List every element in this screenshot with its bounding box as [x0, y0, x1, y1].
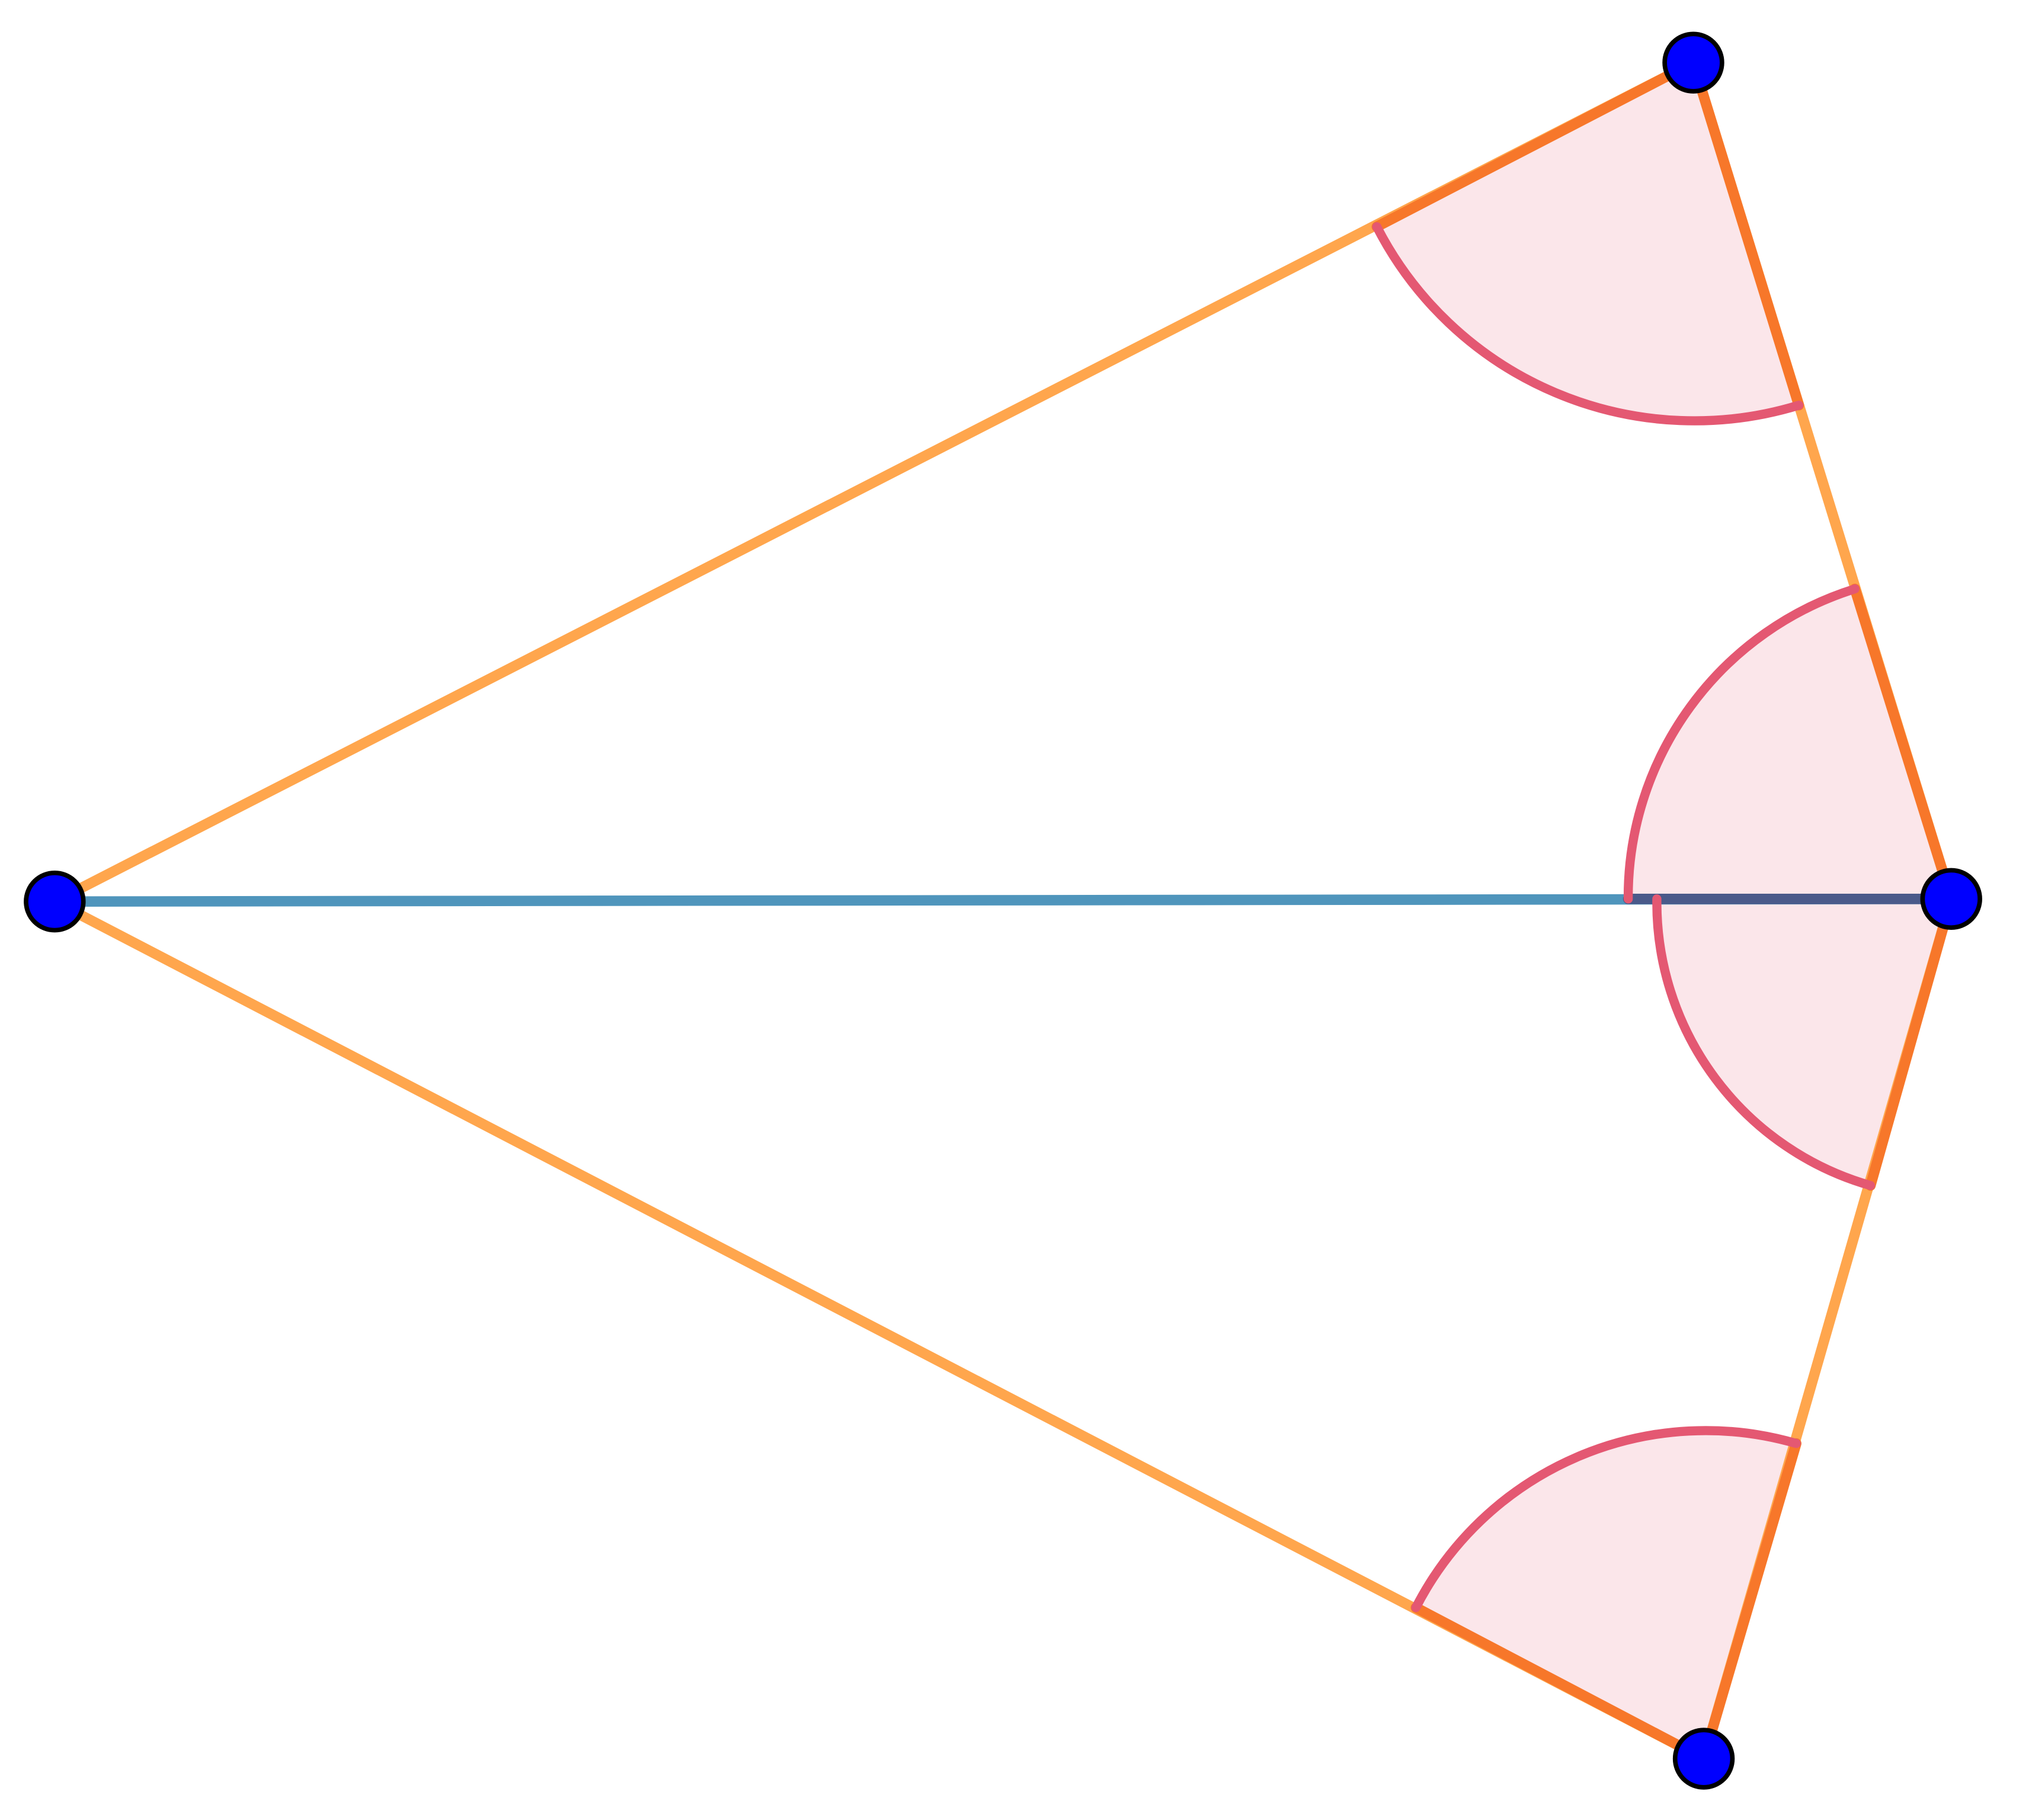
- edge-highlight: [1410, 1602, 1709, 1764]
- angle-sector-right-lower: [1656, 898, 1951, 1186]
- edge-highlight: [1371, 57, 1699, 232]
- edge-highlight: [1688, 57, 1804, 411]
- edge-highlight: [1698, 1438, 1801, 1764]
- point-top[interactable]: [1662, 31, 1724, 94]
- angle-arc-right-lower: [1652, 894, 1876, 1191]
- point-left[interactable]: [24, 871, 86, 933]
- angle-sector-top: [1377, 62, 1799, 421]
- angle-sector-bottom: [1416, 1430, 1797, 1759]
- point-bottom[interactable]: [1672, 1728, 1735, 1790]
- point-right[interactable]: [1920, 868, 1982, 930]
- angle-arc-right-upper: [1623, 584, 1860, 904]
- angle-sector-right-upper: [1628, 588, 1951, 899]
- angle-arc-top: [1372, 222, 1804, 426]
- edge-highlight: [1865, 894, 1957, 1191]
- angle-arc-bottom: [1411, 1426, 1801, 1613]
- edge-highlight: [1849, 583, 1957, 904]
